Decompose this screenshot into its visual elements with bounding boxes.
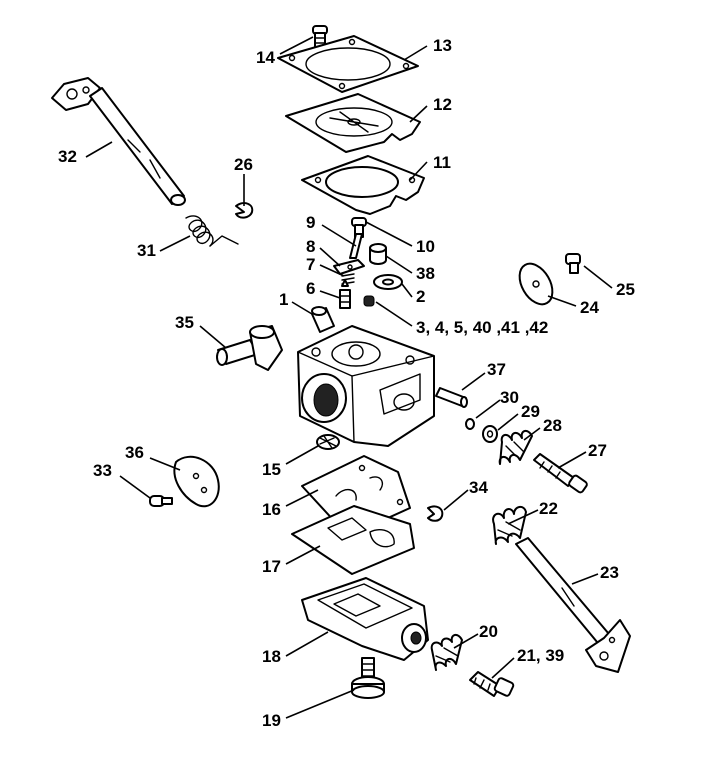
part-screw-19 [351,657,385,699]
callout-10: 10 [416,237,435,256]
part-washer-2 [373,274,403,290]
callout-36: 36 [125,443,144,462]
part-carburetor-body [297,325,435,447]
callout-24: 24 [580,298,599,317]
callout-13: 13 [433,36,452,55]
callout-14: 14 [256,48,275,67]
leader-lines [85,36,613,719]
callout-6: 6 [306,279,315,298]
callout-37: 37 [487,360,506,379]
callout-15: 15 [262,460,281,479]
part-throttle-shaft-32 [51,77,186,206]
part-inlet-needle-6 [339,279,351,309]
callout-labels: 14 13 12 11 32 26 31 9 10 8 7 38 6 2 1 3… [58,36,635,730]
callout-29: 29 [521,402,540,421]
part-spring-28 [498,430,533,465]
part-o-ring-30 [465,418,475,430]
callout-8: 8 [306,237,315,256]
part-choke-shaft-23 [515,537,631,673]
part-adjusting-screw-27 [533,453,588,494]
callout-18: 18 [262,647,281,666]
callout-31: 31 [137,241,156,260]
part-bushing-38 [369,243,387,265]
callout-23: 23 [600,563,619,582]
callout-35: 35 [175,313,194,332]
part-spring-20 [430,634,463,671]
part-pin-37 [435,387,468,408]
callout-20: 20 [479,622,498,641]
callout-27: 27 [588,441,607,460]
callout-25: 25 [616,280,635,299]
part-adjusting-screw-21 [469,671,515,697]
part-strainer-15 [316,434,340,450]
part-screw-25 [565,253,581,274]
callout-3-4-5-40-41-42: 3, 4, 5, 40 ,41 ,42 [416,318,548,337]
callout-17: 17 [262,557,281,576]
callout-12: 12 [433,95,452,114]
callout-30: 30 [500,388,519,407]
callout-32: 32 [58,147,77,166]
part-spring-22 [492,506,527,545]
callout-16: 16 [262,500,281,519]
part-plug-1 [311,306,335,333]
callout-19: 19 [262,711,281,730]
callout-38: 38 [416,264,435,283]
part-pump-diaphragm-12 [285,93,421,153]
part-inlet-lever-8 [333,259,365,275]
callout-7: 7 [306,255,315,274]
part-gasket-11 [301,155,425,215]
part-torsion-spring-31 [185,215,239,247]
callout-26: 26 [234,155,253,174]
part-spring-3-4-5 [363,295,375,307]
part-elbow-fitting-35 [216,325,283,371]
part-e-clip-34 [427,505,444,522]
part-gasket-17 [291,505,415,575]
part-cover-plate-13 [277,35,419,93]
part-washer-29 [482,425,498,443]
part-end-cover-18 [301,577,429,661]
callout-22: 22 [539,499,558,518]
callout-11: 11 [433,153,451,172]
callout-9: 9 [306,213,315,232]
callout-21-39: 21, 39 [517,646,564,665]
part-screw-33 [149,495,173,507]
part-choke-valve-24 [518,262,554,306]
callout-2: 2 [416,287,425,306]
callout-33: 33 [93,461,112,480]
callout-1: 1 [279,290,288,309]
callout-28: 28 [543,416,562,435]
part-throttle-valve-36 [173,455,220,508]
callout-34: 34 [469,478,488,497]
